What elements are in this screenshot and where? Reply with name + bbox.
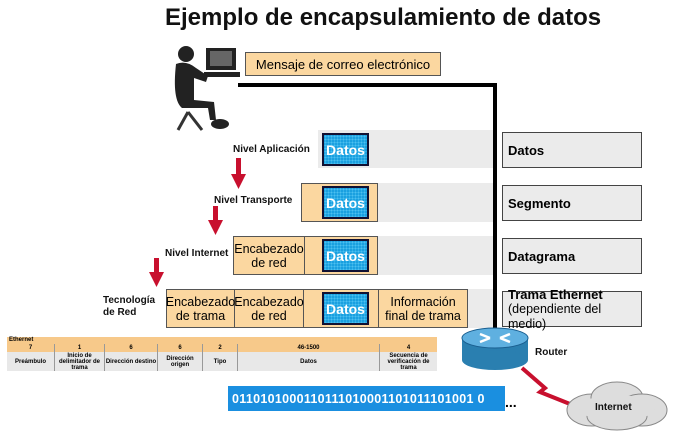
binary-ellipsis: ... xyxy=(505,394,517,410)
page-title: Ejemplo de encapsulamiento de datos xyxy=(165,4,602,31)
level-transport-label: Nivel Transporte xyxy=(214,195,293,206)
frame-trailer: Información final de trama xyxy=(385,294,461,323)
ethernet-frame-table: Ethernet 7 1 6 6 2 46-1500 4 Preámbulo I… xyxy=(7,337,437,371)
level-application-label: Nivel Aplicación xyxy=(233,144,310,155)
field-cell: Dirección destino xyxy=(105,352,158,371)
pdu-segment: Segmento xyxy=(502,185,642,221)
field-cell: Tipo xyxy=(203,352,238,371)
internet-cloud-icon xyxy=(566,381,668,431)
size-cell: 46-1500 xyxy=(238,344,380,352)
pdu-data: Datos xyxy=(502,132,642,168)
size-cell: 2 xyxy=(203,344,238,352)
size-cell: 6 xyxy=(105,344,158,352)
size-cell: 7 xyxy=(7,344,55,352)
frame-header: Encabezado de trama xyxy=(166,290,235,327)
data-cell xyxy=(304,290,379,327)
data-block: Datos xyxy=(322,186,369,219)
pdu-data-label: Datos xyxy=(508,142,545,158)
email-message-label: Mensaje de correo electrónico xyxy=(245,52,441,76)
field-cell: Inicio de delimitador de trama xyxy=(55,352,105,371)
internet-label: Internet xyxy=(595,402,632,413)
router-label: Router xyxy=(535,347,568,358)
data-block: Datos xyxy=(322,292,369,325)
field-cell: Datos xyxy=(238,352,380,371)
pdu-frame: Trama Ethernet(dependiente del medio) xyxy=(502,287,642,331)
size-cell: 1 xyxy=(55,344,105,352)
user-at-computer-icon xyxy=(174,46,240,131)
down-arrow-icon xyxy=(208,206,223,235)
pdu-datagram-label: Datagrama xyxy=(508,248,576,264)
field-cell: Preámbulo xyxy=(7,352,55,371)
connection-line-vertical xyxy=(493,83,497,343)
field-cell: Secuencia de verificación de trama xyxy=(387,352,430,371)
frame-block: Encabezado de trama Encabezado de red In… xyxy=(166,289,468,328)
field-cell: Dirección origen xyxy=(158,352,203,371)
level-network-label: Tecnología de Red xyxy=(103,295,156,318)
size-cell: 4 xyxy=(406,345,411,351)
down-arrow-icon xyxy=(231,158,246,189)
pdu-datagram: Datagrama xyxy=(502,238,642,274)
router-icon xyxy=(461,327,529,370)
level-internet-label: Nivel Internet xyxy=(165,248,229,259)
data-block: Datos xyxy=(322,133,369,166)
ethernet-title: Ethernet xyxy=(7,337,437,344)
pdu-segment-label: Segmento xyxy=(508,195,571,211)
network-header: Encabezado de red xyxy=(234,237,305,274)
network-header: Encabezado de red xyxy=(234,290,304,327)
binary-stream: 0110101000110111010001101011101001 0 xyxy=(228,386,505,411)
serial-link-icon xyxy=(520,366,571,406)
data-block: Datos xyxy=(322,239,369,272)
pdu-frame-sublabel: (dependiente del medio) xyxy=(508,301,602,331)
size-cell: 6 xyxy=(158,344,203,352)
connection-line xyxy=(238,83,497,87)
down-arrow-icon xyxy=(149,258,164,287)
pdu-frame-label: Trama Ethernet xyxy=(508,286,603,302)
